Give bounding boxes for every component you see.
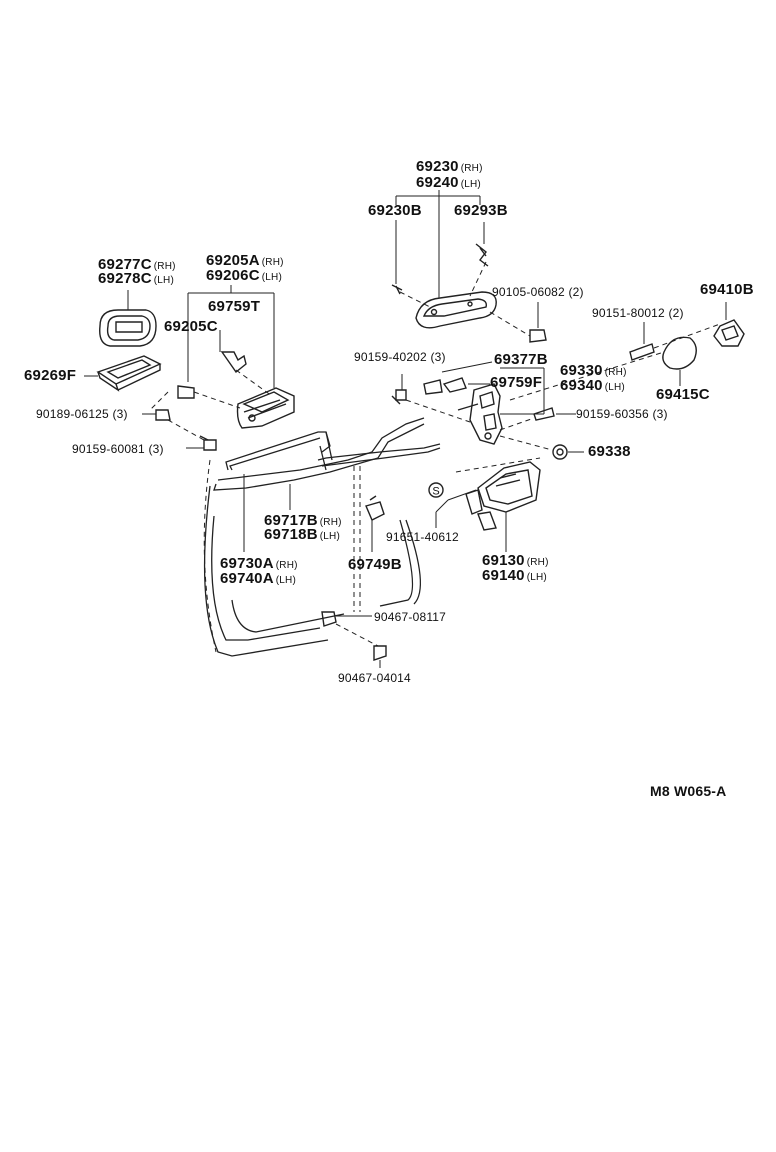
label-69410b: 69410B [700,281,754,298]
label-69130: 69130(RH) [482,552,549,569]
label-69140: 69140(LH) [482,567,547,584]
label-90467-08117: 90467-08117 [374,610,447,624]
label-69749b: 69749B [348,556,402,573]
label-69730a: 69730A(RH) [220,555,298,572]
label-69269f: 69269F [24,367,77,384]
label-90467-04014: 90467-04014 [338,671,411,685]
grommet-69338 [552,444,568,460]
outside-door-handle [415,291,497,329]
screw-69230b [391,284,403,295]
screw-90159-60081 [199,435,217,451]
nut-90105 [529,329,547,343]
s-marker [428,482,444,498]
label-69277c: 69277C(RH) [98,256,176,273]
clip-69759t [220,351,247,374]
clip-69293b [475,243,489,267]
label-69205a: 69205A(RH) [206,252,284,269]
door-latch [465,461,541,531]
screw-90189 [155,409,171,421]
label-69740a: 69740A(LH) [220,570,296,587]
clip-90467-08117 [321,611,337,627]
label-69230: 69230(RH) [416,158,483,175]
label-69330: 69330(RH) [560,362,627,379]
label-90159-40202: 90159-40202 (3) [354,350,446,364]
label-90159-60356: 90159-60356 (3) [576,407,668,421]
lock-cover [662,336,697,370]
handle-pad [96,355,162,392]
lock-rods [213,417,441,491]
diagram-code: M8 W065-A [650,783,727,799]
clip-69749b [365,495,385,521]
label-90105: 90105-06082 (2) [492,285,584,299]
screw-90159-40202 [391,389,407,405]
door-lock-assembly [457,383,503,445]
label-69377b: 69377B [494,351,548,368]
label-69338: 69338 [588,443,631,460]
screw-69205c [177,385,195,399]
inside-handle [236,387,295,429]
label-90151: 90151-80012 (2) [592,306,684,320]
label-69717b: 69717B(RH) [264,512,342,529]
actuator-bracket [713,319,745,347]
label-69718b: 69718B(LH) [264,526,340,543]
label-69293b: 69293B [454,202,508,219]
label-69415c: 69415C [656,386,710,403]
label-90159-60081: 90159-60081 (3) [72,442,164,456]
label-69206c: 69206C(LH) [206,267,282,284]
clip-90467-04014 [373,645,387,661]
label-90189: 90189-06125 (3) [36,407,128,421]
label-69205c: 69205C [164,318,218,335]
lock-cylinder-link [423,377,467,395]
label-69759t: 69759T [208,298,261,315]
lock-rod-loop [203,485,422,657]
inside-handle-bezel [99,309,157,347]
label-69278c: 69278C(LH) [98,270,174,287]
screw-90151 [629,343,655,361]
label-69340: 69340(LH) [560,377,625,394]
s-marker-text: S [432,486,439,498]
label-69230b: 69230B [368,202,422,219]
label-69759f: 69759F [490,374,543,391]
label-69240: 69240(LH) [416,174,481,191]
screw-90159-60356 [533,407,555,421]
label-91651: 91651-40612 [386,530,459,544]
